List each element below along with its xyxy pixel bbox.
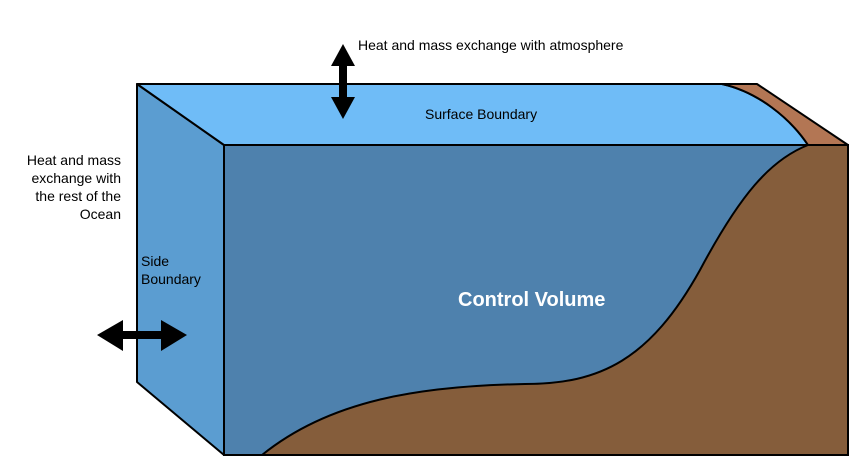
atmosphere-exchange-label: Heat and mass exchange with atmosphere	[358, 37, 624, 53]
seabed-front	[261, 144, 849, 456]
control-volume-label: Control Volume	[458, 289, 606, 311]
ocean-exchange-label: Heat and mass exchange with the rest of …	[26, 152, 121, 222]
vertical-exchange-arrow-icon	[331, 44, 355, 119]
surface-boundary-label: Surface Boundary	[425, 106, 538, 122]
horizontal-exchange-arrow-icon	[97, 320, 187, 351]
side-boundary-label: Side Boundary	[141, 253, 201, 287]
